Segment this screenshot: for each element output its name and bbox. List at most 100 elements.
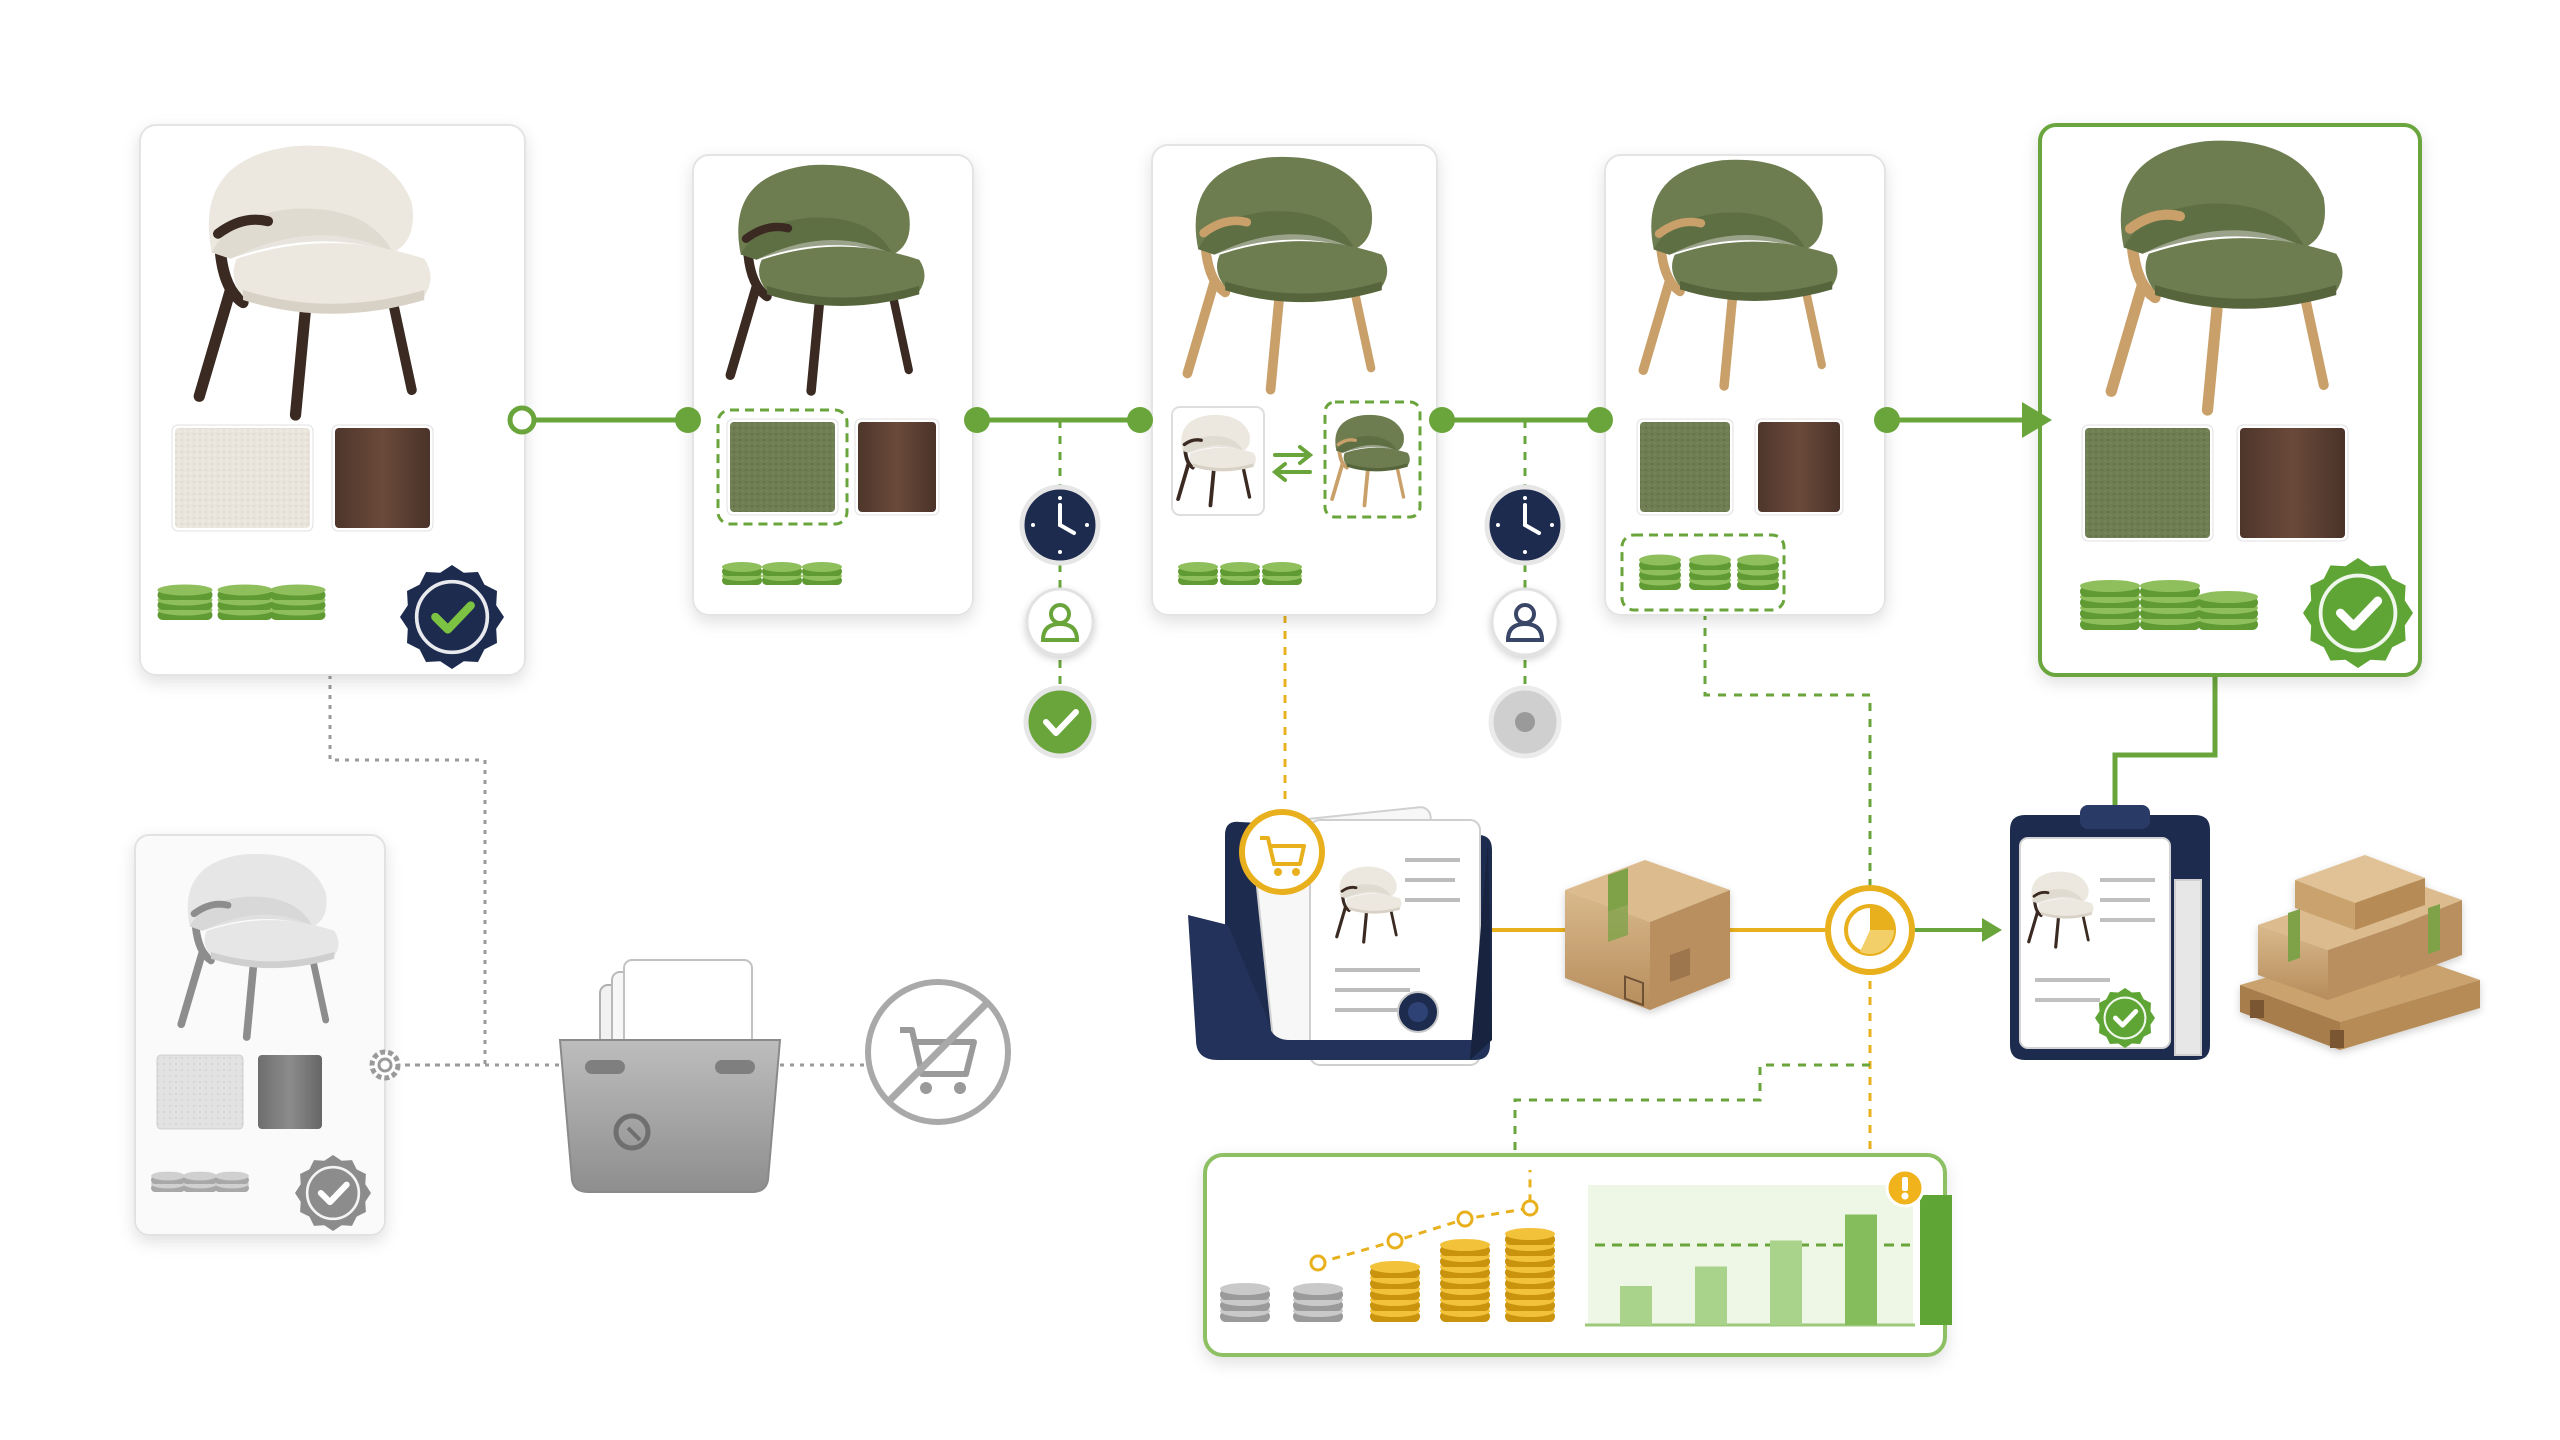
fabric-swatch[interactable] (1636, 418, 1734, 516)
grey-check-seal-icon (295, 1155, 371, 1231)
coin-stack-icon (215, 1171, 249, 1192)
wood-swatch[interactable] (331, 424, 434, 532)
fabric-swatch[interactable] (171, 424, 314, 532)
clock-icon[interactable] (1484, 484, 1566, 566)
coin-stack-1 (1220, 1282, 1270, 1322)
chair-image (1182, 156, 1388, 395)
flow-node[interactable] (675, 407, 701, 433)
chair-image (2027, 871, 2094, 949)
shipping-box-icon[interactable] (1565, 860, 1730, 1010)
chair-image (1176, 414, 1256, 508)
fulfillment-branch (1188, 805, 2480, 1066)
coin-stack-icon (151, 1171, 249, 1192)
coin-stack-icon (157, 584, 213, 620)
coin-stack-icon (2140, 579, 2200, 630)
flow-node-start[interactable] (507, 405, 537, 435)
stage-cards (139, 123, 2422, 677)
flow-node[interactable] (1874, 407, 1900, 433)
check-icon[interactable] (1023, 685, 1097, 759)
warning-icon[interactable] (1885, 1168, 1925, 1208)
coin-stack-icon (1639, 554, 1681, 590)
chair-image (725, 164, 925, 396)
approval-step-review-1 (1019, 484, 1101, 759)
wood-swatch[interactable] (854, 418, 940, 516)
cost-bar-5 (1920, 1195, 1952, 1325)
user-icon[interactable] (1025, 587, 1095, 657)
coin-stack-2 (1293, 1282, 1343, 1322)
archived-branch (134, 834, 1011, 1236)
chair-image (177, 853, 339, 1041)
coin-stack-icon (802, 562, 842, 585)
chair-image (1638, 159, 1838, 391)
user-icon[interactable] (1490, 587, 1560, 657)
fabric-swatch[interactable] (2081, 424, 2214, 542)
approved-clipboard-icon[interactable] (2010, 805, 2210, 1060)
coin-stack-icon (151, 1171, 185, 1192)
stage-card-approved[interactable] (2038, 123, 2422, 677)
stage-card-frame-swap[interactable] (1151, 144, 1438, 616)
green-check-seal-icon (2303, 558, 2413, 668)
trend-point (1309, 1254, 1327, 1272)
cost-bar-1 (1620, 1286, 1652, 1325)
cost-trend-line (1309, 1170, 1539, 1272)
catalog-tray-icon[interactable] (1188, 806, 1492, 1066)
pallet-icon[interactable] (2240, 855, 2480, 1050)
pie-chart-icon[interactable] (1825, 885, 1915, 975)
stage-card-fabric-swap[interactable] (692, 154, 974, 616)
fabric-swatch (156, 1054, 244, 1130)
coin-stack-icon (762, 562, 802, 585)
trend-point (1456, 1210, 1474, 1228)
flow-node[interactable] (1587, 407, 1613, 433)
approval-steps (1019, 484, 1566, 759)
fabric-swatch[interactable] (716, 408, 849, 526)
cost-bar-4 (1845, 1214, 1877, 1325)
trend-point (1386, 1232, 1404, 1250)
pending-icon[interactable] (1488, 685, 1562, 759)
coin-stack-icon (1220, 562, 1260, 585)
chair-image (193, 145, 431, 421)
flow-node[interactable] (964, 407, 990, 433)
trend-point (1521, 1199, 1539, 1217)
flow-node[interactable] (1127, 407, 1153, 433)
wood-swatch[interactable] (1754, 418, 1844, 516)
approval-step-review-2 (1484, 484, 1566, 759)
coin-stack-3 (1370, 1260, 1420, 1322)
wood-swatch[interactable] (2236, 424, 2349, 542)
cost-bar-3 (1770, 1240, 1802, 1325)
coin-stack-icon (1262, 562, 1302, 585)
chair-image (1335, 866, 1402, 944)
green-check-seal-icon (2095, 988, 2155, 1048)
stage-card-original[interactable] (139, 124, 526, 676)
frame-swap-preview[interactable] (1171, 400, 1422, 519)
connector-lines (328, 417, 2218, 1160)
cart-icon[interactable] (1239, 809, 1325, 895)
coin-stack-icon (2080, 579, 2140, 630)
coin-stack-icon (270, 584, 326, 620)
flow-node[interactable] (1429, 407, 1455, 433)
chair-image (2105, 140, 2343, 416)
coin-stack-icon (217, 584, 273, 620)
archived-chair-card[interactable] (134, 834, 386, 1236)
green-check-seal-icon (2095, 988, 2155, 1048)
wood-swatch (258, 1055, 322, 1129)
cost-coin-stacks (1220, 1227, 1555, 1322)
coin-stack-icon (183, 1171, 217, 1192)
cost-panel (1203, 1153, 1952, 1357)
coin-stack-4 (1440, 1238, 1490, 1322)
gear-icon[interactable] (369, 1049, 401, 1081)
clock-icon[interactable] (1019, 484, 1101, 566)
no-cart-icon[interactable] (865, 979, 1011, 1125)
cost-bar-2 (1695, 1266, 1727, 1325)
grey-check-seal-icon (295, 1155, 371, 1231)
navy-check-seal-icon (400, 565, 504, 669)
cost-bar-chart (1620, 1195, 1952, 1325)
coin-stack-5 (1505, 1227, 1555, 1322)
chair-image (177, 853, 339, 1041)
swap-arrows-icon (1271, 445, 1314, 482)
catalog-seal-icon (1397, 991, 1439, 1033)
stage-card-cost-update[interactable] (1604, 154, 1886, 616)
archive-box-icon[interactable] (558, 959, 782, 1193)
chair-image (1330, 414, 1410, 508)
